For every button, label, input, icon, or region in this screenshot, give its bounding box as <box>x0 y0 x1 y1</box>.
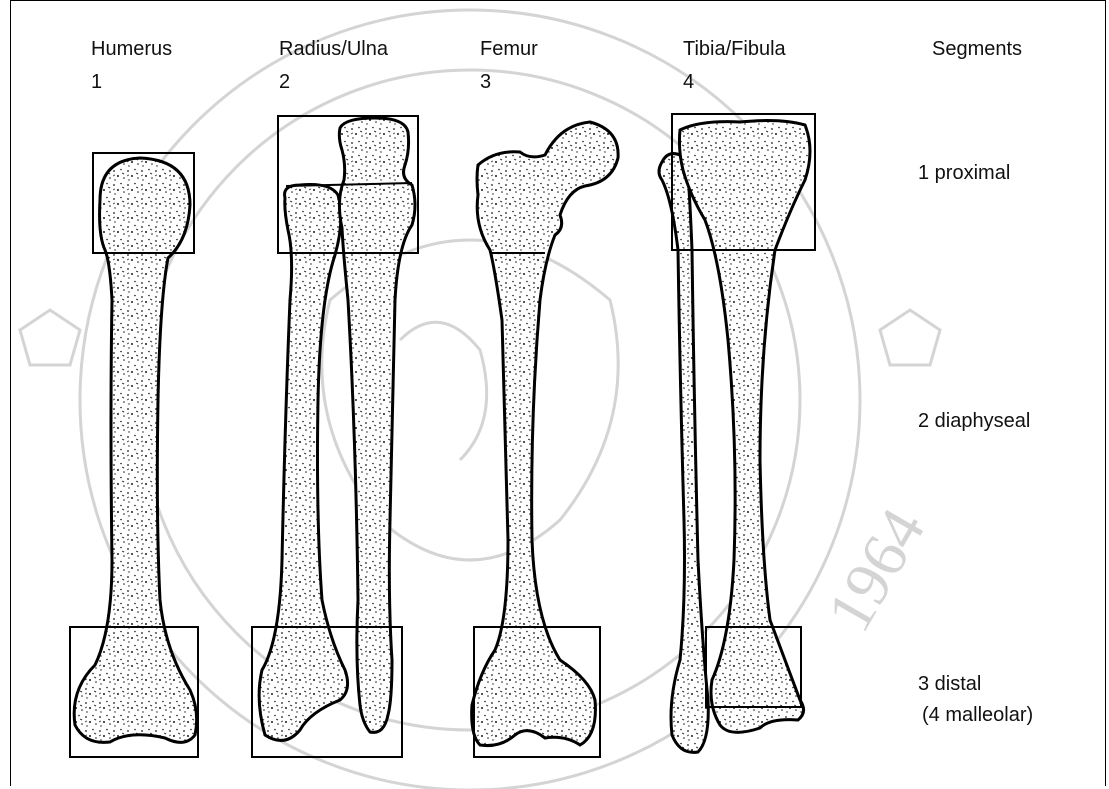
column-number-radius-ulna: 2 <box>279 71 290 93</box>
column-name-femur: Femur <box>480 38 538 60</box>
column-name-radius-ulna: Radius/Ulna <box>279 38 388 60</box>
column-name-humerus: Humerus <box>91 38 172 60</box>
fibula-bone <box>659 154 708 753</box>
radius-bone <box>259 184 347 740</box>
segment-malleolar-label: (4 malleolar) <box>922 704 1033 726</box>
column-number-tibia-fibula: 4 <box>683 71 694 93</box>
column-number-femur: 3 <box>480 71 491 93</box>
ulna-bone <box>339 118 415 732</box>
femur-bone <box>472 122 618 746</box>
segment-diaphyseal-label: 2 diaphyseal <box>918 410 1030 432</box>
watermark-year: 1964 <box>813 497 938 643</box>
segment-distal-label: 3 distal <box>918 673 981 695</box>
column-name-tibia-fibula: Tibia/Fibula <box>683 38 786 60</box>
segments-title: Segments <box>932 38 1022 60</box>
column-number-humerus: 1 <box>91 71 102 93</box>
segment-proximal-label: 1 proximal <box>918 162 1010 184</box>
